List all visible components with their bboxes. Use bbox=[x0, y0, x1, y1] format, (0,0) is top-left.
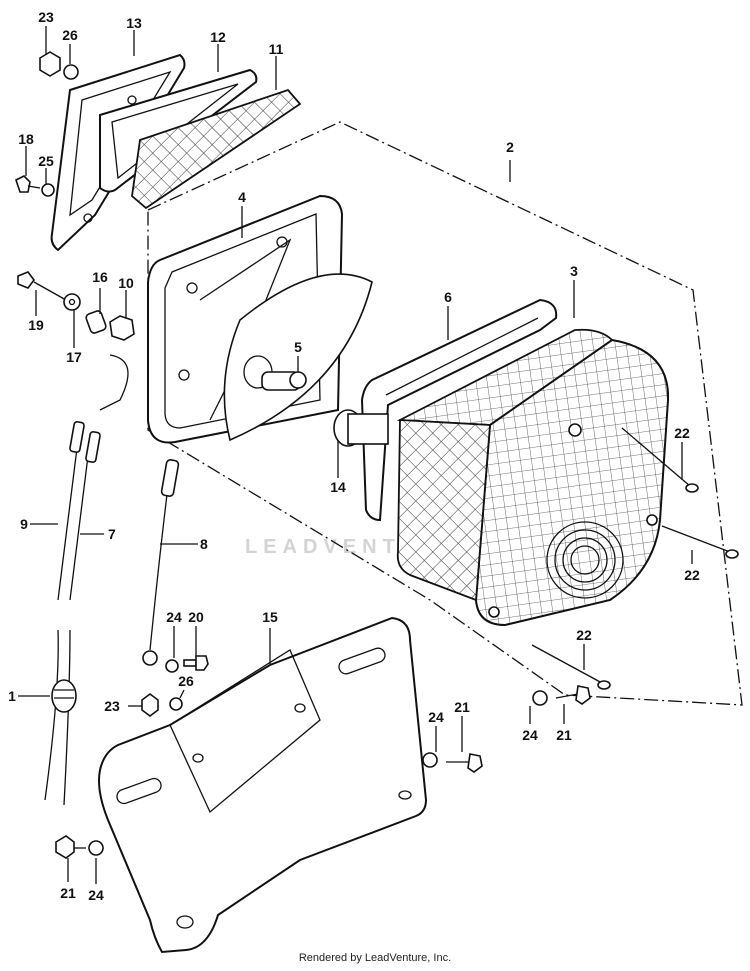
assembly-boundary-line bbox=[147, 121, 743, 706]
license-bracket-part bbox=[98, 616, 428, 954]
callout-15: 15 bbox=[262, 609, 278, 625]
hardware-24-mid bbox=[165, 659, 179, 673]
credit-text: Rendered by LeadVenture, Inc. bbox=[298, 952, 452, 964]
hardware-21-bottom bbox=[55, 835, 86, 859]
callout-21-bracket: 21 bbox=[454, 699, 470, 715]
callout-26-mid: 26 bbox=[178, 673, 194, 689]
hardware-17 bbox=[63, 293, 81, 311]
callout-12: 12 bbox=[210, 29, 226, 45]
screw-22-middle bbox=[661, 525, 739, 559]
harness-clamp-part bbox=[51, 679, 77, 713]
hardware-16 bbox=[85, 310, 107, 334]
hardware-21-right bbox=[555, 685, 591, 705]
bulb-part bbox=[261, 371, 307, 391]
callout-20: 20 bbox=[188, 609, 204, 625]
hardware-18 bbox=[15, 175, 41, 193]
callout-21-bottom: 21 bbox=[60, 885, 76, 901]
callout-5: 5 bbox=[294, 339, 302, 355]
callout-23-top: 23 bbox=[38, 9, 54, 25]
callout-14: 14 bbox=[330, 479, 346, 495]
hardware-24-bottom bbox=[88, 840, 104, 856]
callout-2: 2 bbox=[506, 139, 514, 155]
socket-part bbox=[333, 409, 389, 447]
callout-3: 3 bbox=[570, 263, 578, 279]
callout-11: 11 bbox=[269, 41, 284, 57]
hardware-26-top bbox=[63, 64, 79, 80]
callout-24-bracket: 24 bbox=[428, 709, 444, 725]
hardware-24-right bbox=[532, 690, 548, 706]
hardware-26-mid bbox=[169, 697, 183, 711]
callout-4: 4 bbox=[238, 189, 246, 205]
hardware-10 bbox=[109, 315, 135, 341]
leader-lines bbox=[18, 26, 693, 884]
ground-wire-part bbox=[142, 459, 180, 666]
lens-part bbox=[131, 88, 302, 210]
callout-24-mid: 24 bbox=[166, 609, 182, 625]
callout-26-top: 26 bbox=[62, 27, 78, 43]
callout-7: 7 bbox=[108, 526, 116, 542]
callout-21-right: 21 bbox=[556, 727, 572, 743]
seal-frame-part bbox=[360, 298, 558, 522]
callout-10: 10 bbox=[118, 275, 134, 291]
callout-16: 16 bbox=[92, 269, 108, 285]
hardware-23-mid bbox=[141, 693, 159, 717]
callout-22-upper: 22 bbox=[674, 425, 690, 441]
callout-22-middle: 22 bbox=[684, 567, 700, 583]
callout-8: 8 bbox=[200, 536, 208, 552]
hardware-25 bbox=[41, 183, 55, 197]
wire-harness bbox=[44, 354, 129, 806]
callout-18: 18 bbox=[18, 131, 34, 147]
lens-housing-part bbox=[396, 328, 670, 627]
hardware-24-bracket bbox=[422, 752, 438, 768]
callout-24-bottom: 24 bbox=[88, 887, 104, 903]
callout-6: 6 bbox=[444, 289, 452, 305]
callout-19: 19 bbox=[28, 317, 44, 333]
screw-22-lower bbox=[531, 644, 611, 690]
callout-9: 9 bbox=[20, 516, 28, 532]
screw-22-upper bbox=[621, 427, 699, 493]
callout-1: 1 bbox=[8, 688, 16, 704]
callout-13: 13 bbox=[126, 15, 142, 31]
callout-22-lower: 22 bbox=[576, 627, 592, 643]
callout-labels: 23 26 13 12 11 18 25 16 10 19 17 4 5 2 6… bbox=[8, 9, 700, 903]
hardware-21-bracket bbox=[446, 753, 483, 773]
hardware-19 bbox=[17, 271, 67, 301]
hardware-23-top bbox=[39, 51, 61, 77]
callout-25: 25 bbox=[38, 153, 54, 169]
callout-17: 17 bbox=[66, 349, 82, 365]
callout-23-mid: 23 bbox=[104, 698, 120, 714]
hardware-20 bbox=[183, 655, 209, 671]
callout-24-right: 24 bbox=[522, 727, 538, 743]
